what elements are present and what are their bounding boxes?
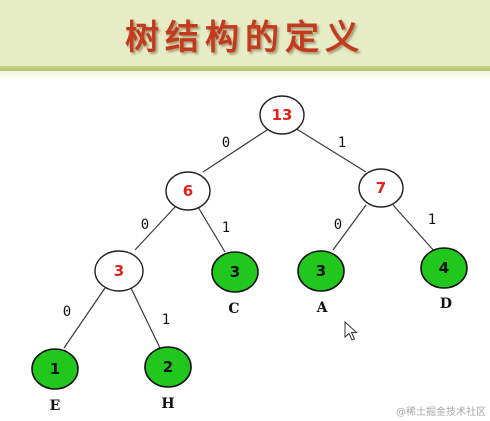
edge-label-3-e: 0 bbox=[63, 304, 71, 320]
tree-node-3-value: 3 bbox=[114, 262, 124, 280]
tree-leaf-h-label: H bbox=[161, 396, 174, 412]
tree-node-13-value: 13 bbox=[272, 106, 293, 124]
edge-6-3 bbox=[134, 206, 176, 251]
edge-label-6-c: 1 bbox=[222, 220, 230, 236]
edge-13-6 bbox=[202, 127, 271, 173]
tree-node-7-value: 7 bbox=[376, 179, 386, 197]
tree-leaf-d-label: D bbox=[440, 296, 452, 312]
tree-leaf-e-value: 1 bbox=[50, 360, 60, 378]
edge-6-c bbox=[197, 206, 226, 253]
tree-node-6-value: 6 bbox=[183, 182, 193, 200]
edge-7-d bbox=[392, 204, 436, 253]
tree-leaf-d bbox=[420, 247, 468, 289]
tree-leaf-e bbox=[31, 348, 79, 390]
watermark: @稀土掘金技术社区 bbox=[396, 407, 486, 418]
tree-leaf-c-label: C bbox=[228, 301, 239, 317]
tree-leaf-a-label: A bbox=[316, 300, 329, 316]
edge-label-3-h: 1 bbox=[162, 312, 170, 328]
tree-leaf-e-label: E bbox=[50, 398, 61, 414]
edge-3-h bbox=[130, 287, 161, 349]
slide-header: 树结构的定义 bbox=[0, 0, 490, 68]
tree-leaf-a-value: 3 bbox=[316, 262, 326, 280]
header-divider-shade bbox=[0, 71, 490, 81]
tree-leaf-h-value: 2 bbox=[163, 358, 173, 376]
tree-node-13 bbox=[259, 95, 305, 135]
tree-leaf-a bbox=[297, 250, 345, 292]
edge-label-13-7: 1 bbox=[338, 135, 346, 151]
slide-title: 树结构的定义 bbox=[125, 17, 365, 58]
tree-leaf-c-value: 3 bbox=[230, 263, 240, 281]
edge-3-e bbox=[63, 287, 106, 349]
tree-node-3 bbox=[94, 250, 144, 292]
header-divider bbox=[0, 66, 490, 71]
edge-13-7 bbox=[294, 127, 367, 173]
tree-leaf-h bbox=[144, 346, 192, 388]
edge-label-6-3: 0 bbox=[141, 217, 149, 233]
edge-label-13-6: 0 bbox=[222, 135, 230, 151]
tree-leaf-c bbox=[211, 251, 259, 293]
edge-7-a bbox=[332, 204, 367, 251]
tree-leaf-d-value: 4 bbox=[439, 259, 449, 277]
tree-node-7 bbox=[358, 168, 404, 208]
edge-label-7-a: 0 bbox=[334, 217, 342, 233]
mouse-pointer-icon bbox=[344, 321, 358, 341]
tree-node-6 bbox=[165, 171, 211, 211]
edge-label-7-d: 1 bbox=[428, 212, 436, 228]
